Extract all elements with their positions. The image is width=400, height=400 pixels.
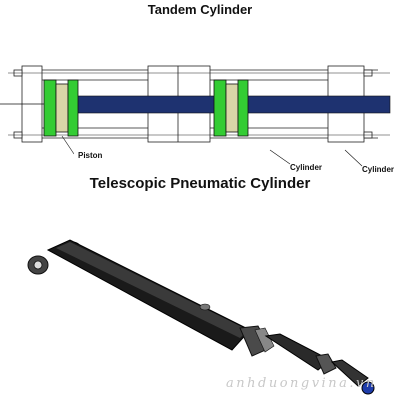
piston-right xyxy=(213,79,249,137)
watermark: anhduongvina.vn xyxy=(226,376,377,391)
cylinder-label-2: Cylinder xyxy=(362,165,394,174)
piston-label: Piston xyxy=(78,151,103,160)
piston-rod-left xyxy=(75,95,217,114)
tandem-cylinder-title: Tandem Cylinder xyxy=(147,2,253,17)
piston-rod-right xyxy=(245,95,391,114)
telescopic-cylinder-illustration xyxy=(27,239,375,395)
cylinder-label-1: Cylinder xyxy=(290,163,322,172)
piston-left xyxy=(43,79,79,137)
telescopic-cylinder-title: Telescopic Pneumatic Cylinder xyxy=(89,175,311,192)
